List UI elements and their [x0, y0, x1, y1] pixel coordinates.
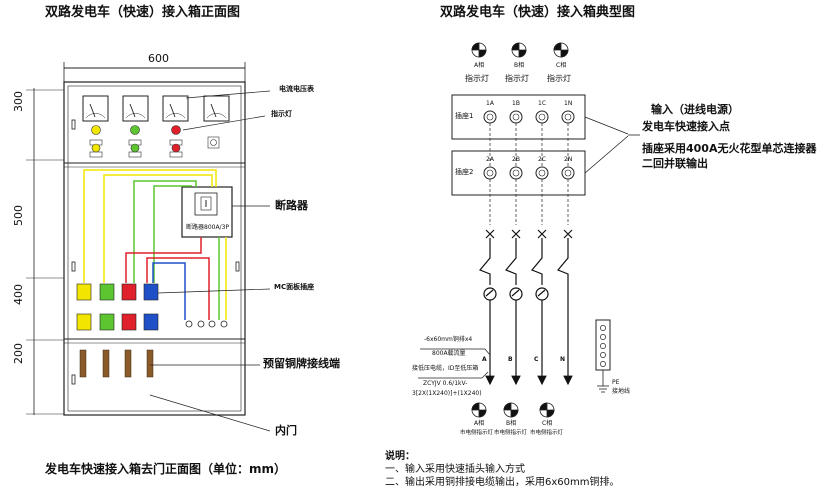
bottom-lamp-c-label: 市电侧指示灯 — [530, 430, 564, 436]
note-line-1: 一、输入采用快速插头输入方式 — [385, 464, 525, 475]
lamp-b-phase: B相 — [514, 62, 525, 69]
left-title: 双路发电车（快速）接入箱正面图 — [45, 5, 241, 20]
socket-term-2a: 2A — [486, 156, 494, 163]
selector-switch — [207, 136, 220, 149]
lamp-b-label: 指示灯 — [505, 74, 529, 83]
bottom-lamp-b-label: 市电侧指示灯 — [494, 430, 528, 436]
pe-label: PE — [612, 379, 620, 386]
note-input: 输入（进线电源） — [651, 103, 739, 116]
callout-inner-door: 内门 — [275, 424, 297, 437]
socket-term-2b: 2B — [512, 156, 520, 163]
socket-term-1c: 1C — [538, 100, 547, 107]
socket-term-1a: 1A — [486, 100, 494, 107]
notes-title: 说明： — [385, 451, 415, 462]
cabinet-front-view — [26, 62, 246, 416]
callout-copper-terminal: 预留铜牌接线端 — [263, 357, 340, 370]
phase-b-label: B — [508, 356, 513, 363]
indicator-light-green — [130, 125, 140, 135]
cable-type: ZCYJV 0.6/1kV- — [423, 380, 468, 387]
callout-leaders — [149, 90, 271, 432]
note-quick-access: 发电车快速接入点 — [642, 120, 730, 133]
phase-a-label: A — [482, 356, 487, 363]
breaker-rating-label: 断路器800A/3P — [186, 224, 230, 231]
cable-size: 3[2X(1X240)]+(1X240) — [412, 390, 482, 397]
indicator-light-red — [171, 125, 181, 135]
bottom-indicator-lamps — [471, 402, 555, 418]
busbar-leader — [418, 348, 491, 379]
busbar-ampacity: 800A载流量 — [432, 350, 466, 357]
socket-term-1b: 1B — [512, 100, 520, 107]
height-dimension-200: 200 — [12, 343, 25, 364]
cable-note: 接低压电缆，ID至低压箱 — [412, 365, 479, 372]
copper-busbar-terminals — [79, 349, 154, 378]
top-indicator-lamps — [471, 42, 569, 58]
socket-term-1n: 1N — [564, 100, 573, 107]
pe-terminal-block — [595, 319, 611, 393]
ammeter-gauge — [82, 95, 109, 122]
indicator-lights — [89, 125, 220, 158]
cabinet-outer-frame — [63, 81, 246, 416]
meters — [82, 95, 230, 122]
socket-boxes — [451, 94, 640, 225]
mc-panel-sockets — [76, 283, 228, 331]
note-line-2: 二、输出采用铜排接电缆输出，采用6x60mm铜排。 — [385, 477, 620, 488]
callout-indicator-light: 指示灯 — [271, 110, 292, 118]
ammeter-gauge — [162, 95, 189, 122]
phase-n-label: N — [560, 356, 566, 363]
breaker-symbols — [479, 229, 573, 386]
bottom-lamp-a-phase: A相 — [474, 420, 485, 427]
ammeter-gauge — [122, 95, 149, 122]
height-dimension-400: 400 — [12, 284, 25, 305]
wiring — [83, 169, 227, 320]
lamp-a-label: 指示灯 — [465, 74, 489, 83]
socket-row-2-name: 插座2 — [455, 168, 474, 176]
bottom-lamp-b-phase: B相 — [506, 420, 517, 427]
socket-term-2n: 2N — [564, 156, 573, 163]
socket-term-2c: 2C — [538, 156, 547, 163]
lamp-c-phase: C相 — [556, 62, 567, 69]
lamp-c-label: 指示灯 — [547, 74, 571, 83]
note-socket-type: 插座采用400A无火花型单芯连接器 — [642, 142, 817, 155]
note-parallel-output: 二回并联输出 — [642, 157, 708, 170]
width-dimension-label: 600 — [148, 52, 169, 65]
circuit-breaker — [181, 186, 233, 238]
bottom-lamp-c-phase: C相 — [542, 420, 553, 427]
callout-breaker: 断路器 — [275, 199, 308, 212]
bottom-lamp-a-label: 市电侧指示灯 — [460, 430, 494, 436]
lamp-a-phase: A相 — [474, 62, 485, 69]
pe-sub-label: 接地线 — [612, 388, 631, 395]
phase-c-label: C — [534, 356, 539, 363]
socket-row-1-name: 插座1 — [455, 112, 474, 120]
callout-meter: 电流电压表 — [279, 85, 314, 93]
indicator-light-yellow — [91, 125, 101, 135]
height-dimension-500: 500 — [12, 205, 25, 226]
callout-mc-socket: MC面板插座 — [274, 283, 315, 291]
height-dimension-300: 300 — [12, 91, 25, 112]
left-caption: 发电车快速接入箱去门正面图（单位：mm） — [45, 462, 287, 476]
busbar-spec: -6x60mm铜排x4 — [424, 336, 473, 343]
voltmeter-gauge — [203, 95, 230, 122]
right-title: 双路发电车（快速）接入箱典型图 — [440, 5, 636, 20]
